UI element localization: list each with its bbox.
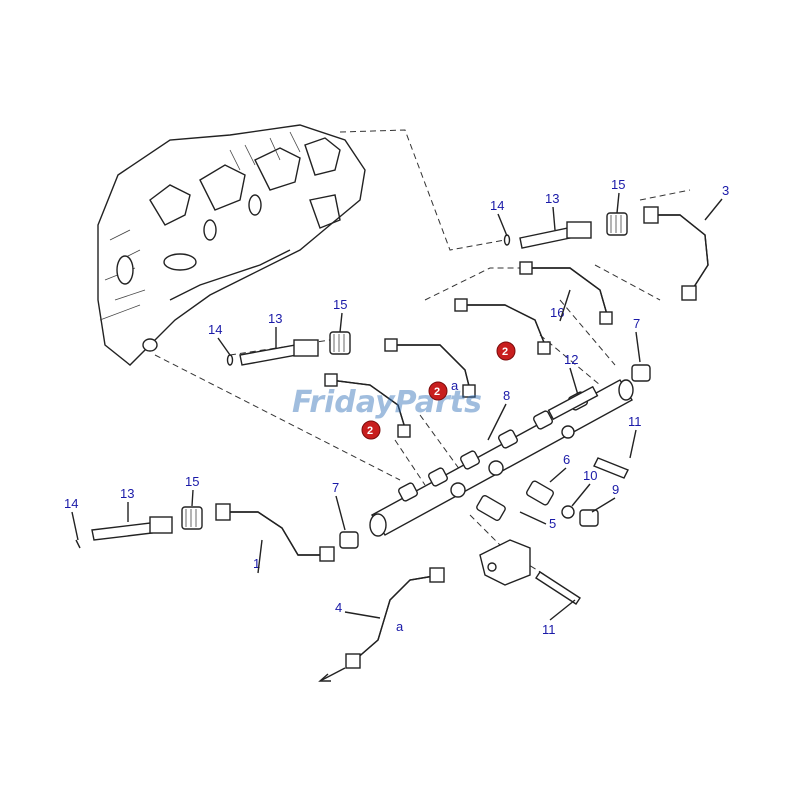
common-rail	[369, 379, 634, 537]
badge-2-a-label: 2	[502, 346, 508, 358]
badge-2-c-label: 2	[367, 425, 373, 437]
badge-2-c	[361, 420, 381, 440]
callout-9: 9	[612, 482, 619, 497]
callout-8: 8	[503, 388, 510, 403]
callout-14-lower: 14	[64, 496, 78, 511]
callout-5: 5	[549, 516, 556, 531]
fuel-line-4	[318, 567, 445, 682]
callout-12: 12	[564, 352, 578, 367]
callout-6: 6	[563, 452, 570, 467]
callout-11-lower: 11	[542, 622, 556, 637]
small-parts	[339, 364, 651, 605]
badge-2-b-label: 2	[434, 386, 440, 398]
badge-2-b	[428, 381, 448, 401]
callout-leaders	[71, 192, 723, 621]
callout-3: 3	[722, 183, 729, 198]
callout-1: 1	[253, 556, 260, 571]
callout-4: 4	[335, 600, 342, 615]
connector-set-lower	[75, 506, 203, 549]
engine-cylinder-head	[97, 124, 366, 366]
watermark-text: FridayParts	[292, 385, 482, 420]
callout-15-middle: 15	[333, 297, 347, 312]
callout-13-upper: 13	[545, 191, 559, 206]
red-badges: 2 2 2	[361, 341, 516, 440]
callout-13-lower: 13	[120, 486, 134, 501]
ref-a-lower: a	[396, 619, 404, 634]
badge-2-a	[496, 341, 516, 361]
callout-13-middle: 13	[268, 311, 282, 326]
ref-a-upper: a	[451, 378, 459, 393]
callout-14-upper: 14	[490, 198, 504, 213]
callout-15-upper: 15	[611, 177, 625, 192]
callout-14-middle: 14	[208, 322, 222, 337]
callout-15-lower: 15	[185, 474, 199, 489]
fuel-line-3	[643, 206, 709, 301]
callout-7-lower: 7	[332, 480, 339, 495]
connector-set-upper	[503, 212, 628, 249]
callout-11-upper: 11	[628, 414, 642, 429]
watermark-logo: FridayParts	[292, 385, 482, 420]
callout-7-upper: 7	[633, 316, 640, 331]
callout-10: 10	[583, 468, 597, 483]
injection-lines	[324, 261, 613, 438]
connector-set-middle	[226, 331, 351, 366]
fuel-line-1	[215, 503, 335, 562]
